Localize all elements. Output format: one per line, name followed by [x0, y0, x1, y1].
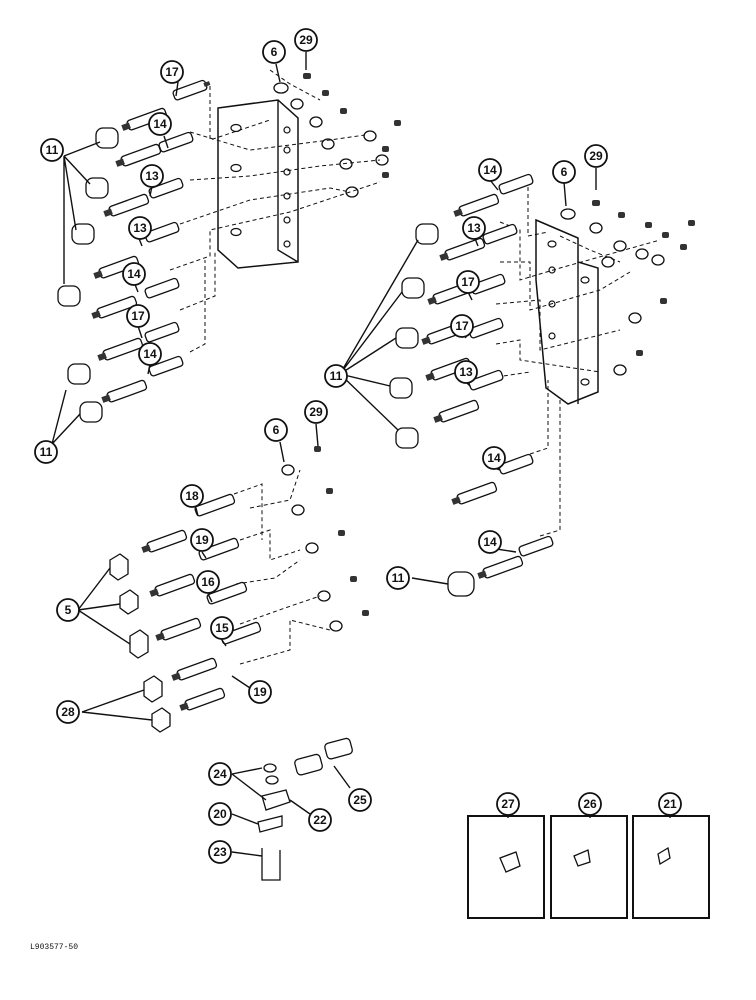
coupler-fittings-right	[421, 173, 554, 579]
svg-text:14: 14	[153, 117, 167, 131]
svg-text:18: 18	[185, 489, 199, 503]
callout-17: 17	[456, 270, 480, 294]
right-bracket-assembly	[389, 173, 695, 597]
callout-14: 14	[482, 446, 506, 470]
clamp-hardware-group	[257, 737, 353, 881]
svg-text:14: 14	[127, 267, 141, 281]
callout-14: 14	[122, 262, 146, 286]
svg-text:13: 13	[145, 169, 159, 183]
svg-text:29: 29	[299, 33, 313, 47]
callout-6: 6	[262, 40, 286, 64]
callout-11: 11	[324, 364, 348, 388]
option-boxes	[467, 815, 710, 919]
callout-16: 16	[196, 570, 220, 594]
svg-text:25: 25	[353, 793, 367, 807]
svg-text:21: 21	[663, 797, 677, 811]
option-box-21	[632, 815, 710, 919]
svg-text:14: 14	[143, 347, 157, 361]
svg-text:17: 17	[461, 275, 475, 289]
callout-13: 13	[454, 360, 478, 384]
callout-13: 13	[140, 164, 164, 188]
svg-text:5: 5	[65, 603, 72, 617]
dust-caps-right	[389, 223, 475, 597]
svg-text:17: 17	[455, 319, 469, 333]
callout-14: 14	[478, 530, 502, 554]
callout-13: 13	[128, 216, 152, 240]
svg-text:29: 29	[589, 149, 603, 163]
figure-code: L903577-50	[30, 943, 79, 952]
clip-icon-21	[657, 846, 671, 866]
svg-text:26: 26	[583, 797, 597, 811]
callout-11: 11	[386, 566, 410, 590]
callout-14: 14	[478, 158, 502, 182]
callout-20: 20	[208, 802, 232, 826]
clip-icon-27	[499, 851, 521, 873]
callout-29: 29	[584, 144, 608, 168]
callout-28: 28	[56, 700, 80, 724]
svg-text:14: 14	[483, 535, 497, 549]
hex-caps-lower-left	[109, 553, 171, 733]
option-box-26	[550, 815, 628, 919]
svg-text:13: 13	[133, 221, 147, 235]
svg-text:11: 11	[40, 445, 53, 459]
callout-17: 17	[126, 304, 150, 328]
svg-text:28: 28	[61, 705, 75, 719]
callout-19: 19	[248, 680, 272, 704]
svg-text:11: 11	[330, 369, 343, 383]
svg-text:17: 17	[165, 65, 179, 79]
dust-caps-upper-left	[57, 127, 119, 423]
callout-13: 13	[462, 216, 486, 240]
callout-18: 18	[180, 484, 204, 508]
svg-text:27: 27	[501, 797, 515, 811]
svg-text:15: 15	[215, 621, 229, 635]
clip-icon-26	[573, 849, 591, 867]
callout-21: 21	[658, 792, 682, 816]
svg-text:13: 13	[467, 221, 481, 235]
svg-text:6: 6	[561, 165, 568, 179]
callout-6: 6	[552, 160, 576, 184]
svg-text:6: 6	[273, 423, 280, 437]
lower-left-fitting-assembly	[109, 446, 369, 733]
svg-text:24: 24	[213, 767, 227, 781]
callout-14: 14	[138, 342, 162, 366]
svg-text:17: 17	[131, 309, 145, 323]
callout-25: 25	[348, 788, 372, 812]
svg-text:14: 14	[483, 163, 497, 177]
svg-text:11: 11	[46, 143, 59, 157]
callout-11: 11	[34, 440, 58, 464]
svg-text:11: 11	[392, 571, 405, 585]
callout-19: 19	[190, 528, 214, 552]
callout-23: 23	[208, 840, 232, 864]
callout-11: 11	[40, 138, 64, 162]
svg-text:19: 19	[253, 685, 267, 699]
svg-text:6: 6	[271, 45, 278, 59]
svg-text:22: 22	[313, 813, 327, 827]
svg-text:13: 13	[459, 365, 473, 379]
callout-22: 22	[308, 808, 332, 832]
callout-17: 17	[160, 60, 184, 84]
callout-29: 29	[304, 400, 328, 424]
option-box-27	[467, 815, 545, 919]
upper-left-bracket-assembly	[57, 69, 401, 423]
callout-5: 5	[56, 598, 80, 622]
callout-27: 27	[496, 792, 520, 816]
callout-17: 17	[450, 314, 474, 338]
callout-6: 6	[264, 418, 288, 442]
callout-numbers: 6 29 17 14 13 13 14 17 14 11 11 14 6 29 …	[34, 28, 682, 864]
callout-15: 15	[210, 616, 234, 640]
svg-text:20: 20	[213, 807, 227, 821]
callout-29: 29	[294, 28, 318, 52]
svg-text:14: 14	[487, 451, 501, 465]
svg-text:23: 23	[213, 845, 227, 859]
svg-text:16: 16	[201, 575, 215, 589]
callout-26: 26	[578, 792, 602, 816]
svg-text:29: 29	[309, 405, 323, 419]
coupler-fittings-lower-left	[141, 493, 262, 711]
callout-14: 14	[148, 112, 172, 136]
callout-24: 24	[208, 762, 232, 786]
mounting-plate-right	[535, 218, 599, 405]
svg-text:19: 19	[195, 533, 209, 547]
